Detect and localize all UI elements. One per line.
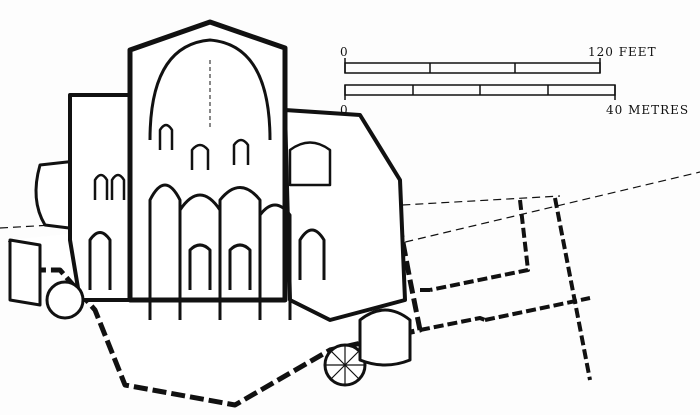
scale-bar-metres xyxy=(344,84,616,100)
vault xyxy=(288,141,332,187)
stair-turret xyxy=(8,238,42,307)
metres-start-label: 0 xyxy=(340,103,349,117)
axis-line xyxy=(379,171,700,249)
scale-bar-feet xyxy=(344,58,601,74)
foundation-outline xyxy=(419,197,592,381)
dome xyxy=(148,38,272,141)
feet-start-label: 0 xyxy=(340,45,349,59)
metres-end-label: 40 METRES xyxy=(606,103,689,117)
turret-right xyxy=(358,308,412,367)
arcades xyxy=(88,183,326,320)
turret-left xyxy=(45,280,85,320)
feet-end-label: 120 FEET xyxy=(588,45,657,59)
clerestory-windows xyxy=(93,123,250,200)
right-wing xyxy=(283,108,407,322)
left-wing xyxy=(68,93,132,302)
